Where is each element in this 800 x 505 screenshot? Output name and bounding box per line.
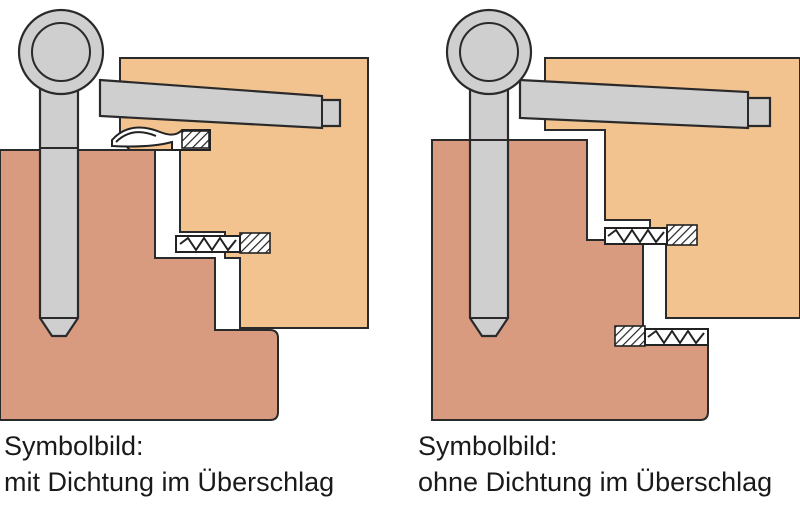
frame-seal [614,325,709,347]
rebate-seal [604,224,698,246]
hinge-pin [38,78,80,338]
caption-line-2: ohne Dichtung im Überschlag [418,467,773,497]
panel-with-seal [0,8,369,421]
overlap-seal [111,126,211,151]
caption-without-seal: Symbolbild: ohne Dichtung im Überschlag [418,428,772,500]
caption-with-seal: Symbolbild: mit Dichtung im Überschlag [4,428,334,500]
rebate-seal [175,232,271,254]
hinge-pin [468,78,510,338]
caption-line-1: Symbolbild: [418,431,558,461]
caption-line-1: Symbolbild: [4,431,144,461]
panel-without-seal [431,8,800,421]
hinge-arm [98,78,342,130]
caption-line-2: mit Dichtung im Überschlag [4,467,335,497]
